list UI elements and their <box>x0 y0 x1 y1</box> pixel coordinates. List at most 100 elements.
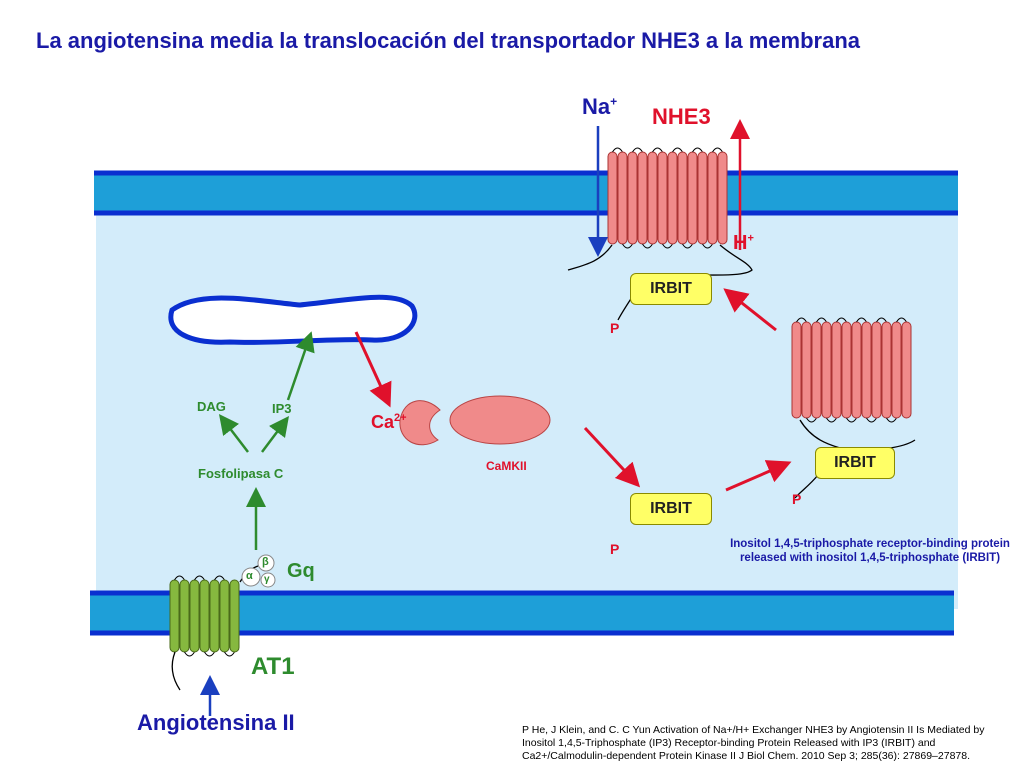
nhe3-loop <box>642 243 653 249</box>
irbit-note: Inositol 1,4,5-triphosphate receptor-bin… <box>730 538 1010 564</box>
nhe3-cyto-helix <box>881 321 892 419</box>
nhe3-helix <box>637 151 648 245</box>
at1-helix <box>189 579 200 653</box>
nhe3-cyto-loop <box>816 317 827 323</box>
nhe3-cyto-loop <box>806 417 817 423</box>
gq-label: Gq <box>287 560 315 582</box>
angiotensin-label: Angiotensina II <box>137 710 295 735</box>
nhe3-cyto-helix <box>791 321 802 419</box>
nhe3-cyto-loop <box>886 417 897 423</box>
nhe3-loop <box>612 147 623 153</box>
nhe3-cyto-helix <box>861 321 872 419</box>
ca-charge: 2+ <box>394 412 407 424</box>
page-title: La angiotensina media la translocación d… <box>36 28 861 53</box>
camkii-label: CaMKII <box>486 459 527 473</box>
at1-helix <box>209 579 220 653</box>
nhe3-tail-right <box>699 244 753 276</box>
nhe3-loop <box>662 243 673 249</box>
plc-to-dag-arrow <box>218 414 249 453</box>
nhe3-loop <box>622 243 633 249</box>
nhe3-helix <box>657 151 668 245</box>
at1-helix <box>219 579 230 653</box>
g-beta-subunit <box>257 554 275 572</box>
camkii-to-irbit-arrow <box>583 426 641 488</box>
at1-loop <box>214 575 225 581</box>
nhe3-transporter-membrane <box>607 147 728 249</box>
h-label: H+ <box>733 232 754 255</box>
nhe3-cyto-loop <box>856 317 867 323</box>
nhe3-cyto-helix <box>841 321 852 419</box>
nhe3-helix <box>707 151 718 245</box>
nhe3-transporter-cytoplasmic <box>791 317 912 423</box>
nhe3-helix <box>627 151 638 245</box>
nhe3-cyto-helix <box>821 321 832 419</box>
ca-text: Ca <box>371 412 395 432</box>
dag-label: DAG <box>197 399 226 414</box>
na-text: Na <box>582 94 611 119</box>
nhe3-helix <box>677 151 688 245</box>
nhe3-cyto-helix <box>801 321 812 419</box>
g-alpha-subunit <box>241 567 261 587</box>
nhe3-cyto-helix <box>871 321 882 419</box>
nhe3-loop <box>702 243 713 249</box>
at1-loop <box>224 651 235 657</box>
at1-helix <box>179 579 190 653</box>
at1-loop <box>184 651 195 657</box>
nhe3-label: NHE3 <box>652 104 711 129</box>
plc-to-ip3-arrow <box>261 416 289 453</box>
er-to-ca-arrow <box>354 331 392 408</box>
at1-helix <box>229 579 240 653</box>
at1-label: AT1 <box>251 653 295 680</box>
na-charge: + <box>610 94 618 109</box>
irbit-box-middle: IRBIT <box>630 493 712 525</box>
nhe3-cyto-loop <box>876 317 887 323</box>
g-gamma-subunit <box>260 572 276 588</box>
beta-label: β <box>262 556 269 568</box>
nhe3-helix <box>647 151 658 245</box>
ca-label: Ca2+ <box>371 412 407 433</box>
h-charge: + <box>747 232 754 245</box>
ip3-label: IP3 <box>272 401 292 416</box>
camkii-head <box>399 400 441 446</box>
nhe3-cyto-helix <box>891 321 902 419</box>
phosphate-top: P <box>610 320 620 336</box>
nhe3-cyto-loop <box>826 417 837 423</box>
at1-tail-left <box>171 651 181 691</box>
at1-loop <box>194 575 205 581</box>
nhe3-cyto-helix <box>811 321 822 419</box>
nhe3-loop <box>672 147 683 153</box>
nhe3-helix <box>617 151 628 245</box>
nhe3-loop <box>712 147 723 153</box>
nhe3-cyto-loop <box>836 317 847 323</box>
nhe3-helix <box>687 151 698 245</box>
nhe3-cyto-helix <box>831 321 842 419</box>
nhe3-helix <box>667 151 678 245</box>
phospholipase-c-label: Fosfolipasa C <box>198 466 284 481</box>
nhe3-cyto-loop <box>866 417 877 423</box>
gamma-label: γ <box>264 574 270 585</box>
nhe3-cyto-helix <box>901 321 912 419</box>
nhe3-loop <box>632 147 643 153</box>
irbit-box-top: IRBIT <box>630 273 712 305</box>
nhe3-cyto-loop <box>896 317 907 323</box>
at1-loop <box>204 651 215 657</box>
at1-helix <box>169 579 180 653</box>
nhe3-tail-left <box>567 244 613 271</box>
phosphate-right: P <box>792 491 802 507</box>
nhe3-loop <box>682 243 693 249</box>
nhe3-loop <box>652 147 663 153</box>
nhe3-cyto-loop <box>796 317 807 323</box>
nhe3-helix <box>717 151 728 245</box>
irbit-box-right: IRBIT <box>815 447 895 479</box>
at1-loop <box>174 575 185 581</box>
camkii-body <box>449 395 551 445</box>
alpha-label: α <box>246 570 253 582</box>
nhe3-loop <box>692 147 703 153</box>
nhe3-cyto-helix <box>851 321 862 419</box>
endoplasmic-reticulum <box>168 294 418 345</box>
nhe3-to-irbit-arrow <box>723 288 777 332</box>
nhe3-helix <box>607 151 618 245</box>
irbit-to-irbit-arrow <box>725 460 792 492</box>
nhe3-cyto-loop <box>846 417 857 423</box>
